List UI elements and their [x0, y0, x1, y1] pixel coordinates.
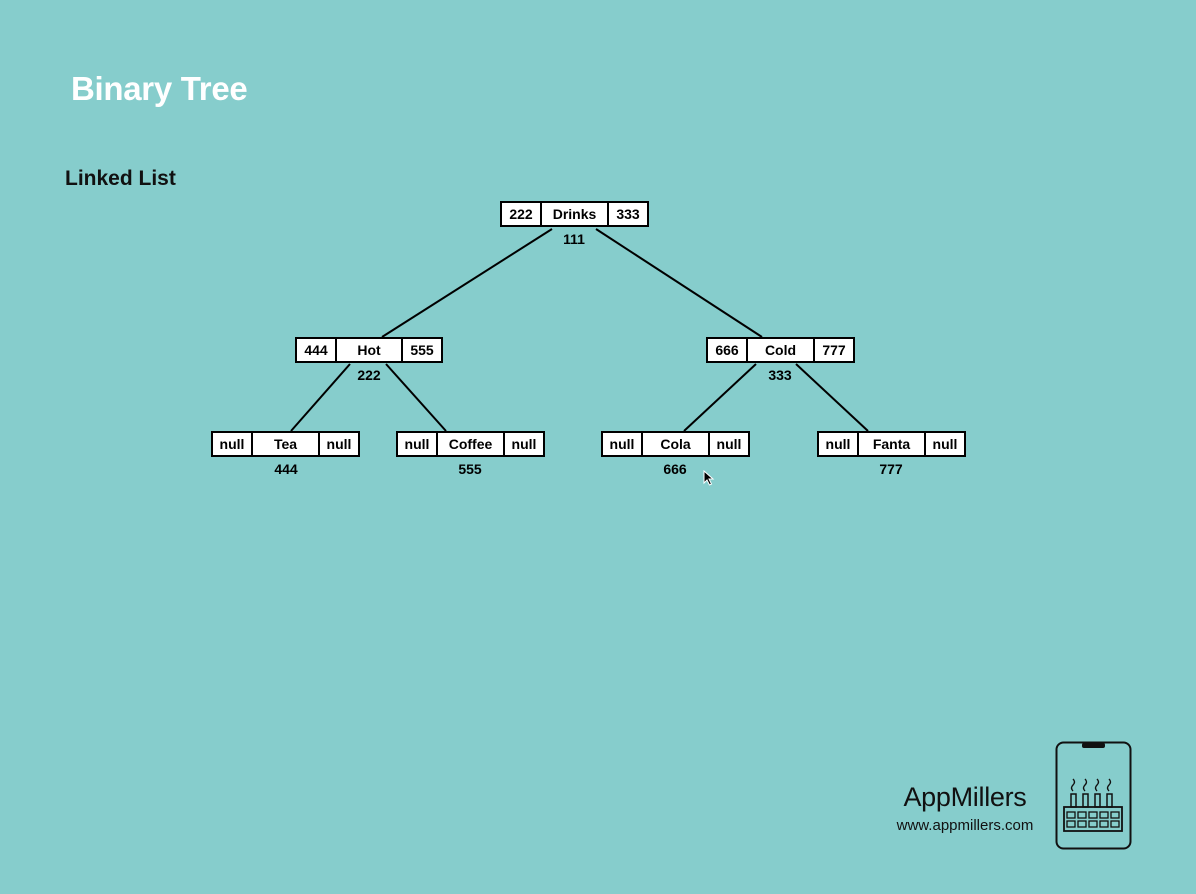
- left-pointer: null: [825, 436, 851, 452]
- edge-hot-coffee: [385, 363, 447, 432]
- node-value: Hot: [335, 339, 403, 361]
- right-pointer: null: [716, 436, 742, 452]
- tree-node-drinks: 222 Drinks 333: [500, 201, 649, 227]
- mouse-cursor-icon: [703, 470, 715, 486]
- tree-node-fanta: null Fanta null: [817, 431, 966, 457]
- brand-url: www.appmillers.com: [896, 817, 1034, 834]
- left-pointer: null: [609, 436, 635, 452]
- tree-node-hot: 444 Hot 555: [295, 337, 443, 363]
- left-pointer: 222: [509, 206, 533, 222]
- node-value: Coffee: [436, 433, 505, 455]
- right-pointer: null: [511, 436, 537, 452]
- node-address: 222: [357, 367, 381, 383]
- node-value: Fanta: [857, 433, 926, 455]
- edge-cold-fanta: [795, 363, 869, 432]
- left-pointer: 444: [304, 342, 328, 358]
- node-value: Cold: [746, 339, 815, 361]
- node-address: 666: [663, 461, 687, 477]
- tree-node-coffee: null Coffee null: [396, 431, 545, 457]
- tree-node-tea: null Tea null: [211, 431, 360, 457]
- left-pointer: null: [404, 436, 430, 452]
- phone-factory-icon: [1055, 741, 1132, 850]
- right-pointer: 555: [410, 342, 434, 358]
- node-value: Tea: [251, 433, 320, 455]
- tree-node-cola: null Cola null: [601, 431, 750, 457]
- edge-drinks-cold: [595, 228, 763, 338]
- right-pointer: null: [932, 436, 958, 452]
- node-address: 111: [563, 231, 585, 247]
- node-value: Drinks: [540, 203, 609, 225]
- section-label: Linked List: [65, 167, 176, 190]
- slide-title: Binary Tree: [71, 70, 248, 107]
- edge-drinks-hot: [381, 228, 553, 338]
- right-pointer: 777: [822, 342, 846, 358]
- brand-block: AppMillers www.appmillers.com: [880, 782, 1050, 834]
- left-pointer: null: [219, 436, 245, 452]
- left-pointer: 666: [715, 342, 739, 358]
- edge-hot-tea: [290, 363, 351, 432]
- brand-name: AppMillers: [903, 782, 1027, 812]
- right-pointer: 333: [616, 206, 640, 222]
- node-address: 333: [768, 367, 792, 383]
- edge-cold-cola: [683, 363, 757, 432]
- node-value: Cola: [641, 433, 710, 455]
- node-address: 555: [458, 461, 482, 477]
- node-address: 444: [274, 461, 298, 477]
- right-pointer: null: [326, 436, 352, 452]
- tree-node-cold: 666 Cold 777: [706, 337, 855, 363]
- node-address: 777: [879, 461, 903, 477]
